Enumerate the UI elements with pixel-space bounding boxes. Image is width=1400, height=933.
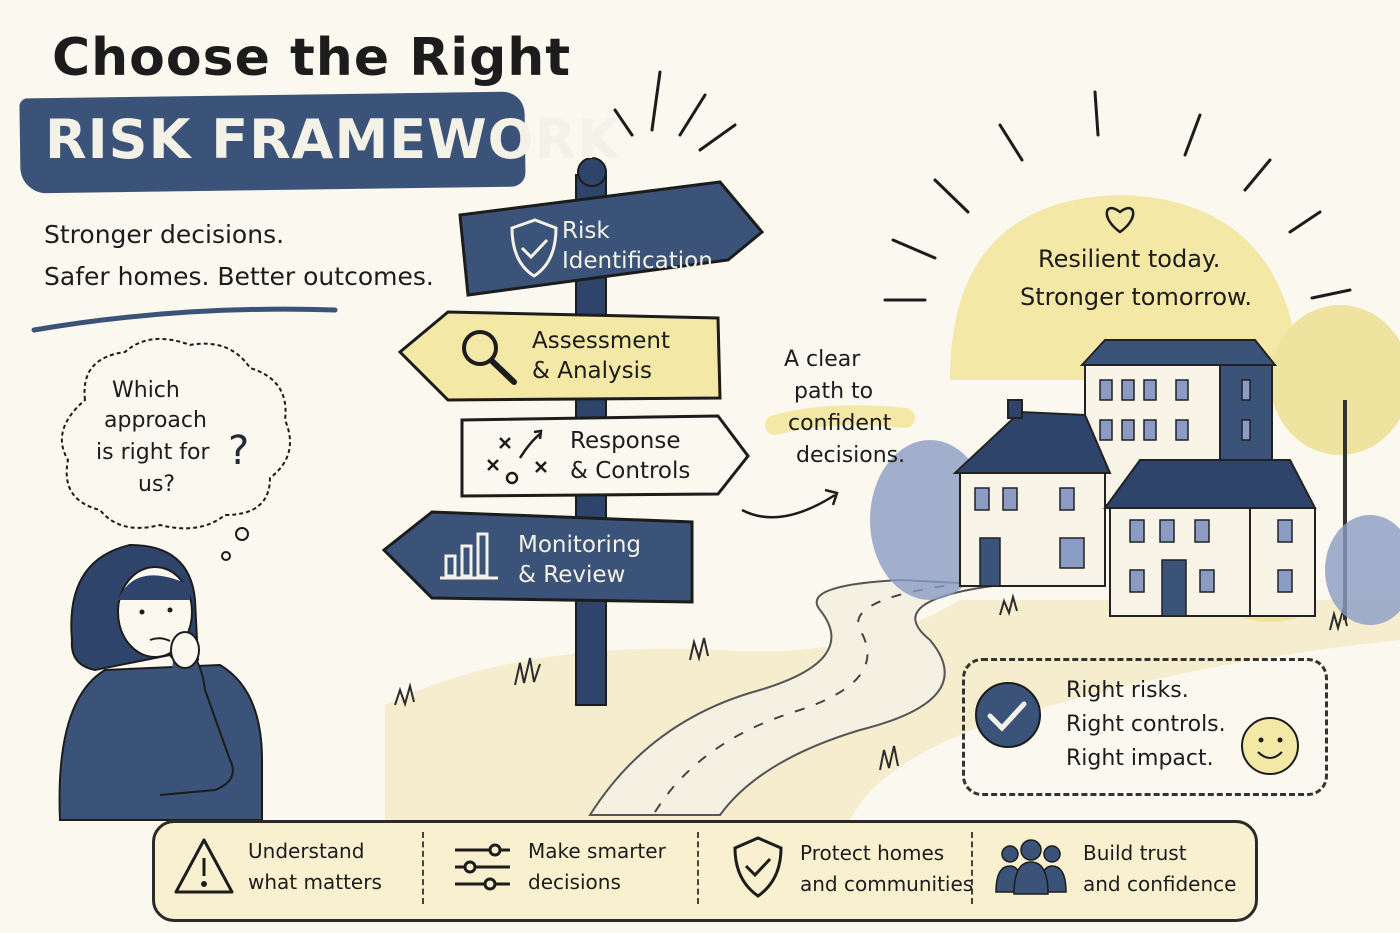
benefits-divider: [422, 832, 424, 904]
question-mark: ?: [228, 428, 250, 474]
bar-chart-icon: [440, 532, 498, 580]
thought-line: approach: [104, 408, 207, 433]
path-note-line: A clear: [784, 347, 861, 372]
thought-line: us?: [138, 472, 176, 497]
thought-line: Which: [112, 378, 180, 403]
house-front: [1103, 459, 1317, 617]
warning-triangle-icon: [174, 838, 234, 894]
person: [58, 543, 263, 821]
path-note-line: confident: [788, 411, 892, 436]
benefit-protect-homes: Protect homes and communities: [800, 841, 974, 896]
benefits-divider: [697, 832, 699, 904]
road-centerline: [654, 584, 951, 813]
tree-right: [1270, 305, 1400, 455]
path-note-line: decisions.: [796, 443, 906, 468]
sign-label-assessment: Assessment & Analysis: [532, 328, 670, 384]
path-arrow-head: [824, 488, 839, 506]
thought-dot: [235, 527, 249, 541]
outcome-line: Right impact.: [1066, 746, 1214, 771]
outcome-line: Right controls.: [1066, 712, 1226, 737]
check-mark: [520, 238, 549, 260]
benefit-build-trust: Build trust and confidence: [1083, 841, 1237, 896]
benefit-smarter-decisions: Make smarter decisions: [528, 839, 666, 894]
sun-message-line-2: Stronger tomorrow.: [1020, 283, 1253, 311]
signpost-cap: [577, 157, 607, 187]
benefits-divider: [971, 832, 973, 904]
magnifier-icon: [462, 330, 498, 366]
signpost-rays: [613, 70, 737, 152]
path-arrow: [741, 493, 836, 519]
shield-check-icon: [733, 836, 783, 898]
sign-label-monitoring: Monitoring & Review: [518, 532, 641, 588]
page-title: Choose the Right: [52, 28, 572, 88]
check-circle-mark: [987, 701, 1027, 732]
sign-label-response: Response & Controls: [570, 428, 691, 484]
people-icon: [995, 839, 1067, 895]
sign-risk-identification: [458, 180, 765, 297]
sign-response: [460, 414, 750, 498]
tagline-line-1: Stronger decisions.: [44, 220, 285, 249]
outcome-line: Right risks.: [1066, 678, 1189, 703]
sun: [950, 195, 1300, 380]
benefits-bar: [152, 820, 1258, 922]
path-note-line: path to: [794, 379, 874, 404]
thought-line: is right for: [96, 440, 210, 465]
benefit-understand: Understand what matters: [248, 839, 382, 894]
smiley-icon: [1241, 717, 1299, 775]
outcome-card: [962, 658, 1328, 796]
heart-icon: [1105, 206, 1135, 234]
banner-title: RISK FRAMEWORK: [45, 108, 620, 171]
thought-dot: [221, 551, 231, 561]
sign-label-risk-identification: Risk Identification: [562, 218, 713, 274]
bush-right: [1325, 515, 1400, 625]
thought-bubble: [60, 337, 291, 530]
check-circle-icon: [975, 682, 1041, 748]
highlight: [765, 405, 915, 435]
tagline-underline: [31, 306, 338, 333]
sliders-icon: [455, 843, 510, 891]
strategy-icon: [487, 429, 547, 485]
shield-check-icon: [510, 218, 558, 278]
magnifier-handle: [489, 358, 517, 385]
sun-message-line-1: Resilient today.: [1038, 245, 1221, 273]
tagline-line-2: Safer homes. Better outcomes.: [44, 262, 434, 291]
house-left: [952, 399, 1112, 587]
sun-rays: [883, 90, 1352, 302]
